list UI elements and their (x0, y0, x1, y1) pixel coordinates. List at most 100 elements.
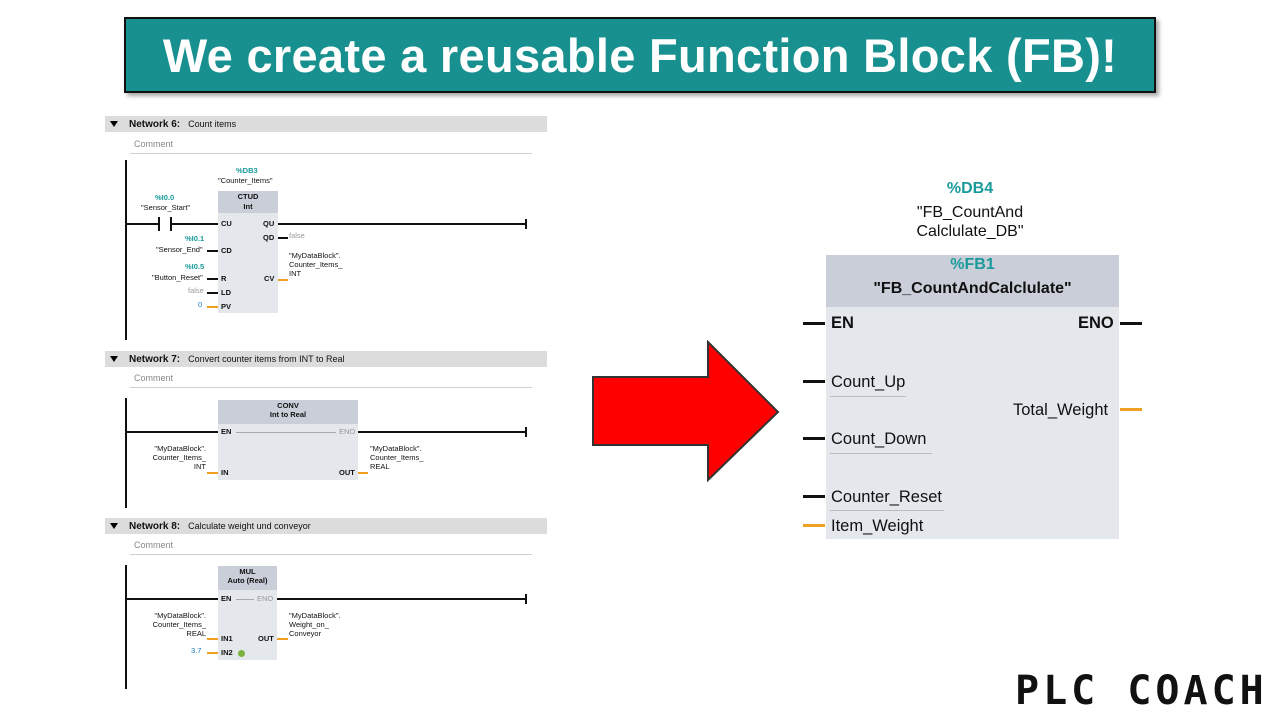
wire (1120, 408, 1142, 411)
pin-cv: CV (264, 274, 275, 283)
pin-in: IN (221, 468, 229, 477)
fb-db-name-line-1: "FB_CountAnd (916, 204, 1024, 221)
conv-in-operand-2: Counter_Items_ (152, 453, 206, 462)
wire (1120, 322, 1142, 325)
wire (803, 437, 825, 440)
mul-out-operand-1: "MyDataBlock". (289, 611, 341, 620)
mul-block-header (218, 566, 277, 590)
ctud-block-header (218, 191, 278, 213)
pin-in1: IN1 (221, 634, 233, 643)
pin-out: OUT (258, 634, 274, 643)
sensor-start-name: "Sensor_Start" (141, 203, 191, 212)
network-comment[interactable]: Comment (130, 537, 532, 555)
conv-subtype: Int to Real (269, 410, 307, 419)
status-dot-icon (238, 650, 245, 657)
fb-name: "FB_CountAndCalclulate" (873, 280, 1072, 297)
pin-count-up: Count_Up (831, 373, 906, 391)
wire (207, 250, 218, 252)
pin-en: EN (831, 314, 854, 332)
plc-coach-logo: PLC COACH (1015, 668, 1268, 714)
button-reset-name: "Button_Reset" (152, 273, 203, 282)
title-banner: We create a reusable Function Block (FB)… (124, 17, 1156, 93)
network-comment[interactable]: Comment (130, 136, 532, 154)
network-number: Network 7: (129, 353, 181, 365)
collapse-triangle-icon[interactable] (110, 523, 118, 529)
pin-out: OUT (339, 468, 355, 477)
network-description: Calculate weight und conveyor (188, 521, 311, 531)
power-rail (125, 398, 127, 508)
pin-underline (830, 453, 932, 454)
wire (278, 237, 288, 239)
conv-block-header (218, 400, 358, 424)
counter-db-address: %DB3 (236, 166, 258, 175)
en-eno-link (236, 599, 254, 600)
right-terminal (525, 219, 527, 229)
wire (172, 223, 218, 225)
ld-value: false (188, 286, 204, 295)
contact-left-bar (158, 217, 160, 231)
pin-qu: QU (263, 219, 275, 228)
sensor-end-address: %I0.1 (185, 234, 205, 243)
wire (207, 472, 218, 474)
wire (207, 292, 218, 294)
pin-underline (830, 396, 906, 397)
pin-qd: QD (263, 233, 275, 242)
sensor-start-address: %I0.0 (155, 193, 175, 202)
network-number: Network 8: (129, 520, 181, 532)
ctud-type: CTUD (237, 192, 259, 201)
network-8-header[interactable]: Network 8: Calculate weight und conveyor (105, 518, 547, 534)
wire (207, 638, 218, 640)
wire (207, 278, 218, 280)
cv-operand-2: Counter_Items_ (289, 260, 343, 269)
conv-out-operand-2: Counter_Items_ (370, 453, 424, 462)
pin-cu: CU (221, 219, 232, 228)
contact-right-bar (170, 217, 172, 231)
collapse-triangle-icon[interactable] (110, 121, 118, 127)
right-terminal (525, 427, 527, 437)
wire (358, 472, 368, 474)
conv-out-operand-1: "MyDataBlock". (370, 444, 422, 453)
pin-en: EN (221, 594, 232, 603)
wire (277, 638, 288, 640)
network-description: Convert counter items from INT to Real (188, 354, 345, 364)
network-6-header[interactable]: Network 6: Count items (105, 116, 547, 132)
pin-counter-reset: Counter_Reset (831, 488, 942, 506)
pin-ld: LD (221, 288, 231, 297)
pin-r: R (221, 274, 227, 283)
wire (358, 431, 526, 433)
pin-en: EN (221, 427, 232, 436)
mul-type: MUL (239, 567, 256, 576)
ctud-subtype: Int (243, 202, 253, 211)
network-7-header[interactable]: Network 7: Convert counter items from IN… (105, 351, 547, 367)
fb-address: %FB1 (950, 256, 995, 273)
conv-type: CONV (277, 401, 299, 410)
wire (278, 279, 288, 281)
conv-in-operand-3: INT (193, 462, 206, 471)
wire (126, 598, 218, 600)
pin-cd: CD (221, 246, 232, 255)
power-rail (125, 565, 127, 689)
collapse-triangle-icon[interactable] (110, 356, 118, 362)
counter-db-name: "Counter_Items" (218, 176, 273, 185)
cv-operand-3: INT (289, 269, 302, 278)
pin-eno: ENO (257, 594, 274, 603)
pin-underline (830, 510, 944, 511)
network-number: Network 6: (129, 118, 181, 130)
right-terminal (525, 594, 527, 604)
power-rail (125, 160, 127, 340)
wire (278, 223, 526, 225)
wire (126, 223, 158, 225)
wire (803, 495, 825, 498)
qd-value: false (289, 231, 305, 240)
cv-operand-1: "MyDataBlock". (289, 251, 341, 260)
mul-subtype: Auto (Real) (227, 576, 268, 585)
mul-in1-operand-3: REAL (186, 629, 206, 638)
network-description: Count items (188, 119, 237, 129)
network-comment[interactable]: Comment (130, 370, 532, 388)
pv-value: 0 (198, 300, 203, 309)
sensor-end-name: "Sensor_End" (156, 245, 203, 254)
pin-in2: IN2 (221, 648, 233, 657)
mul-in1-operand-1: "MyDataBlock". (154, 611, 206, 620)
pin-item-weight: Item_Weight (831, 517, 924, 535)
wire (803, 380, 825, 383)
